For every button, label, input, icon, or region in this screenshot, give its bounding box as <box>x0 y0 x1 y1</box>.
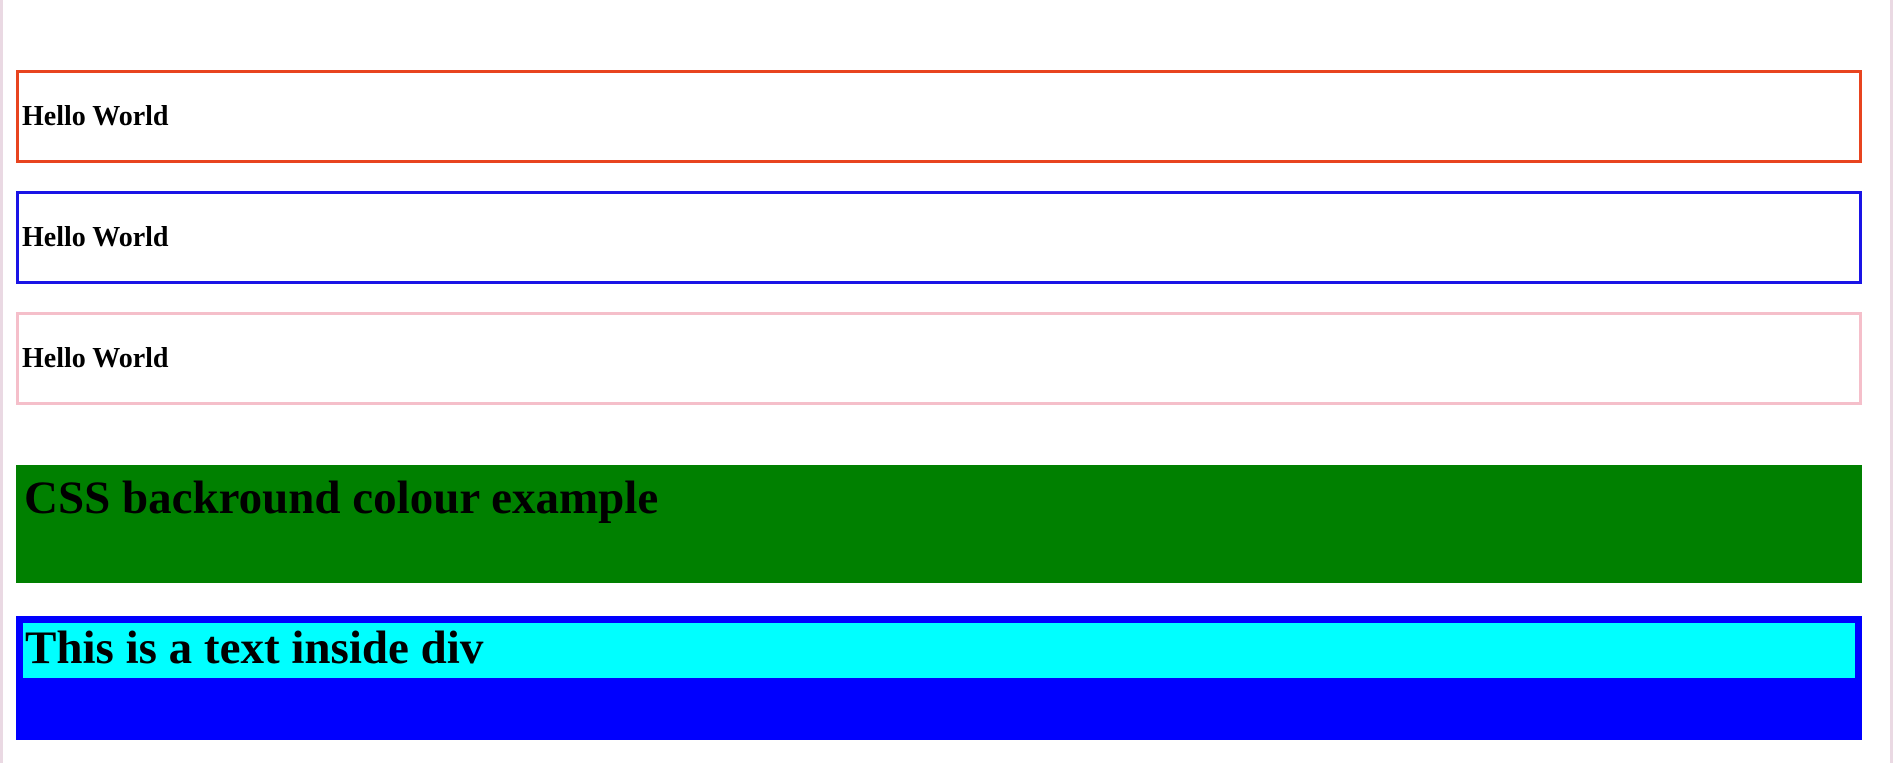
hello-box-blue: Hello World <box>16 191 1862 284</box>
hello-box-orange: Hello World <box>16 70 1862 163</box>
div-text-heading: This is a text inside div <box>25 622 484 674</box>
blue-background-block: This is a text inside div <box>16 616 1862 740</box>
green-background-block: CSS backround colour example <box>16 465 1862 583</box>
hello-text: Hello World <box>22 342 169 374</box>
left-edge-rule <box>0 0 3 763</box>
right-edge-rule <box>1890 0 1893 763</box>
hello-text: Hello World <box>22 221 169 253</box>
cyan-text-container: This is a text inside div <box>23 623 1855 678</box>
hello-text: Hello World <box>22 100 169 132</box>
hello-box-pink: Hello World <box>16 312 1862 405</box>
green-block-heading: CSS backround colour example <box>24 472 659 524</box>
